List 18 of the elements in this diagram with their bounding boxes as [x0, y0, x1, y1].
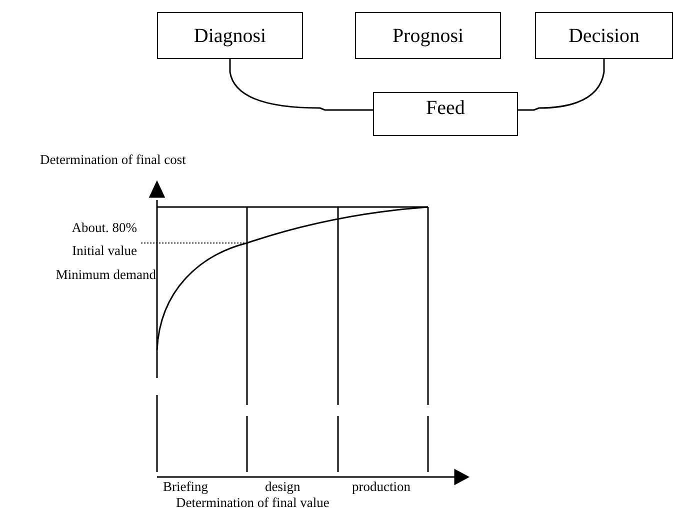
process-box [157, 12, 303, 59]
phase-label: Briefing [163, 480, 208, 495]
phase-label: production [352, 480, 410, 495]
axis-label: Determination of final cost [40, 153, 186, 168]
box-text: Diagnosi [194, 24, 266, 46]
process-box [535, 12, 673, 59]
process-box [355, 12, 501, 59]
value-label: About. 80% [72, 221, 137, 236]
connector-line [518, 59, 605, 111]
box-text: Feed [426, 97, 465, 119]
value-label: Initial value [72, 244, 137, 259]
process-box [373, 92, 518, 136]
value-label: Minimum demand [56, 268, 156, 283]
axis-label: Determination of final value [176, 496, 330, 511]
phase-label: design [265, 480, 300, 495]
connector-line [229, 59, 373, 111]
box-text: Prognosi [392, 24, 464, 46]
box-text: Decision [568, 24, 640, 46]
